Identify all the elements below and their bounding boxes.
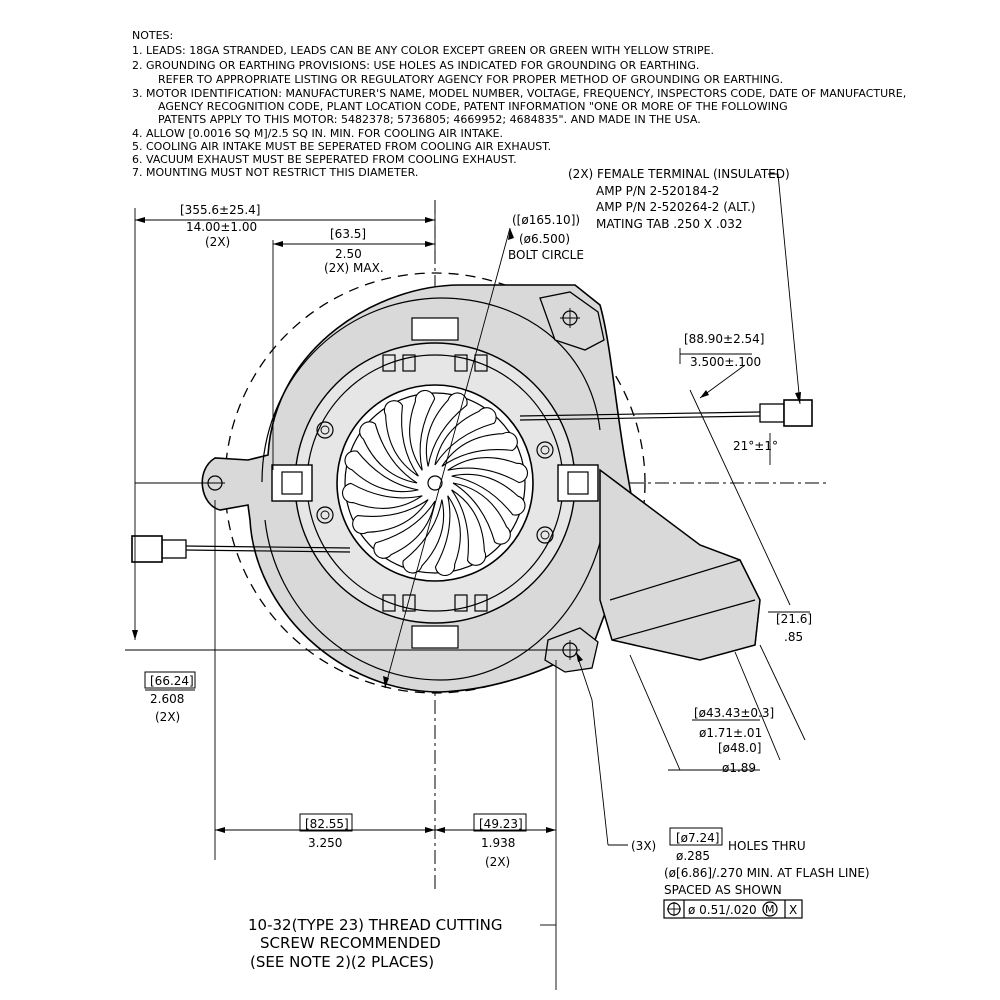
brush-holder-right — [557, 464, 599, 502]
dim-outlet-od-in: ø1.89 — [722, 761, 756, 775]
holes-spacing: SPACED AS SHOWN — [664, 883, 782, 897]
note-3-cont-b: PATENTS APPLY TO THIS MOTOR: 5482378; 57… — [158, 113, 701, 126]
dim-overall-in: 14.00±1.00 — [186, 220, 257, 234]
brush-holder-left — [271, 464, 313, 502]
tolerance-value: ø 0.51/.020 — [688, 903, 757, 917]
tolerance-datum: X — [789, 903, 797, 917]
note-6: 6. VACUUM EXHAUST MUST BE SEPERATED FROM… — [132, 153, 517, 166]
leads — [131, 399, 813, 563]
fan-blade — [451, 489, 487, 566]
terminal-pn-1: AMP P/N 2-520184-2 — [596, 184, 719, 198]
note-2-cont: REFER TO APPROPRIATE LISTING OR REGULATO… — [158, 73, 783, 86]
terminal-callout: (2X) FEMALE TERMINAL (INSULATED) — [568, 167, 790, 181]
note-2: 2. GROUNDING OR EARTHING PROVISIONS: USE… — [132, 59, 699, 72]
terminal-right — [783, 399, 813, 427]
holes-label: HOLES THRU — [728, 839, 806, 853]
exhaust-outlet — [599, 468, 761, 661]
holes-flash: (ø[6.86]/.270 MIN. AT FLASH LINE) — [664, 866, 870, 880]
dim-lead-mm: [63.5] — [330, 227, 366, 241]
holes-dia-in: ø.285 — [676, 849, 710, 863]
note-3-cont-a: AGENCY RECOGNITION CODE, PLANT LOCATION … — [158, 100, 788, 113]
screw-note-3: (SEE NOTE 2)(2 PLACES) — [250, 953, 434, 971]
note-1: 1. LEADS: 18GA STRANDED, LEADS CAN BE AN… — [132, 44, 714, 57]
dim-lead-in: 2.50 — [335, 247, 362, 261]
fan-blade — [402, 499, 445, 574]
dim-bottom-left-mm: [82.55] — [305, 817, 349, 831]
note-5: 5. COOLING AIR INTAKE MUST BE SEPERATED … — [132, 140, 551, 153]
fan-blade — [447, 457, 528, 484]
terminal-tab: MATING TAB .250 X .032 — [596, 217, 743, 231]
fan-blades — [342, 390, 528, 576]
dim-bottom-left-in: 3.250 — [308, 836, 342, 850]
fan-blade — [359, 421, 418, 484]
dim-outlet-id-mm: [ø43.43±0.3] — [694, 706, 774, 720]
dim-edge-mm: [21.6] — [776, 612, 812, 626]
note-3: 3. MOTOR IDENTIFICATION: MANUFACTURER'S … — [132, 87, 906, 100]
clearance-circle — [224, 272, 646, 694]
dim-outlet-id-in: ø1.71±.01 — [699, 726, 762, 740]
dim-bottom-right-qty: (2X) — [485, 855, 510, 869]
note-4: 4. ALLOW [0.0016 SQ M]/2.5 SQ IN. MIN. F… — [132, 127, 503, 140]
screw-note-1: 10-32(TYPE 23) THREAD CUTTING — [248, 916, 502, 934]
dim-bottom-right-in: 1.938 — [481, 836, 515, 850]
holes-dia-mm: [ø7.24] — [676, 831, 719, 845]
dim-left-mm: [66.24] — [150, 674, 194, 688]
dim-overall-mm: [355.6±25.4] — [180, 203, 261, 217]
fan-blade — [452, 482, 511, 545]
dim-bolt-in: (ø6.500) — [519, 232, 570, 246]
holes-qty: (3X) — [631, 839, 656, 853]
dim-left-qty: (2X) — [155, 710, 180, 724]
fan-blade — [383, 400, 419, 477]
dimension-lines: [355.6±25.4] 14.00±1.00 (2X) [63.5] 2.50… — [125, 167, 870, 990]
fan-blade — [344, 450, 419, 493]
dim-offset-in: 3.500±.100 — [690, 355, 761, 369]
fan-blade — [352, 499, 429, 535]
fan-blade — [434, 495, 461, 576]
dim-bottom-right-mm: [49.23] — [479, 817, 523, 831]
fan-blade — [425, 392, 468, 467]
dim-left-in: 2.608 — [150, 692, 184, 706]
terminal-left — [131, 535, 163, 563]
fan-blade — [373, 500, 436, 559]
screw-bosses — [316, 421, 554, 544]
tolerance-modifier: M — [765, 903, 775, 916]
dim-offset-mm: [88.90±2.54] — [684, 332, 765, 346]
fan-blade — [409, 390, 436, 471]
dim-outlet-od-mm: [ø48.0] — [718, 741, 761, 755]
screw-note-2: SCREW RECOMMENDED — [260, 934, 441, 952]
dim-bolt-mm: ([ø165.10]) — [512, 213, 580, 227]
dim-bolt-label: BOLT CIRCLE — [508, 248, 584, 262]
notes-block: NOTES: 1. LEADS: 18GA STRANDED, LEADS CA… — [132, 29, 906, 179]
fan-blade — [342, 482, 423, 509]
fan-blade — [451, 473, 526, 516]
dim-lead-qty: (2X) MAX. — [324, 261, 384, 275]
dim-edge-in: .85 — [784, 630, 803, 644]
position-tolerance-frame: ø 0.51/.020 M X — [663, 899, 803, 919]
terminal-pn-2: AMP P/N 2-520264-2 (ALT.) — [596, 200, 756, 214]
fan-blade — [434, 407, 497, 466]
note-7: 7. MOUNTING MUST NOT RESTRICT THIS DIAME… — [132, 166, 418, 179]
fan-blade — [441, 431, 518, 467]
dim-overall-qty: (2X) — [205, 235, 230, 249]
blower-housing — [201, 272, 761, 694]
dim-angle: 21°±1° — [733, 439, 778, 453]
notes-title: NOTES: — [132, 29, 173, 42]
